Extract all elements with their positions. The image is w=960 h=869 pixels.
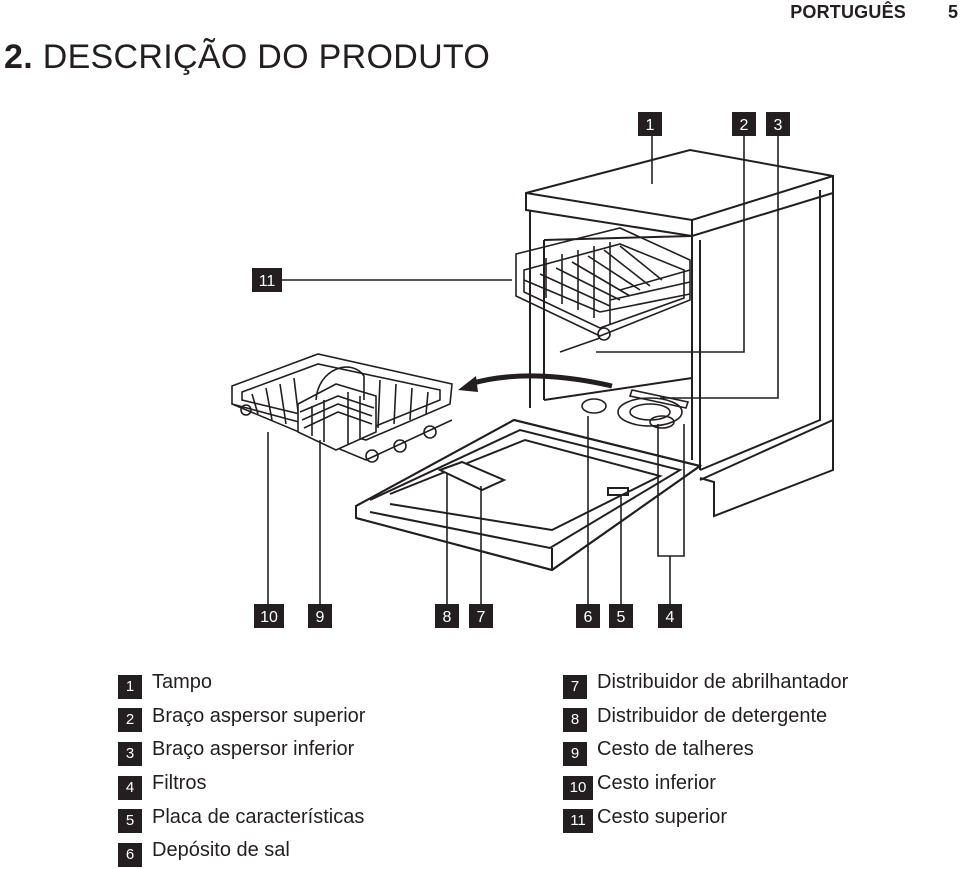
direction-arrow xyxy=(469,373,613,389)
callout-label: 2 xyxy=(740,117,749,134)
callout-label: 11 xyxy=(259,273,276,290)
callout-label: 6 xyxy=(584,609,593,626)
callout-10 xyxy=(254,604,284,628)
section-title: 2. DESCRIÇÃO DO PRODUTO xyxy=(4,38,490,77)
lower-spray-area xyxy=(581,389,690,429)
legend-number: 10 xyxy=(563,775,593,800)
legend-label: Cesto superior xyxy=(597,805,728,828)
section-title-text: DESCRIÇÃO DO PRODUTO xyxy=(42,38,491,76)
callout-label: 3 xyxy=(774,117,783,134)
callout-3 xyxy=(766,112,790,136)
legend-label: Tampo xyxy=(152,671,213,694)
lower-basket xyxy=(231,353,453,463)
legend-label: Distribuidor de detergente xyxy=(597,704,828,727)
callout-7 xyxy=(469,604,493,628)
callout-9 xyxy=(308,604,332,628)
callout-boxes xyxy=(252,112,790,628)
legend-item: 8 Distribuidor de detergente xyxy=(563,700,848,734)
legend-number: 8 xyxy=(563,708,587,733)
legend-number: 6 xyxy=(118,842,142,867)
legend-number: 9 xyxy=(563,741,587,766)
callout-11 xyxy=(252,268,282,292)
legend-label: Placa de características xyxy=(152,805,365,828)
callout-2 xyxy=(732,112,756,136)
legend-item: 1 Tampo xyxy=(118,666,365,700)
callout-6 xyxy=(576,604,600,628)
legend-number: 7 xyxy=(563,674,587,699)
legend-label: Braço aspersor inferior xyxy=(152,738,355,761)
page-number: 5 xyxy=(947,2,958,22)
callout-8 xyxy=(435,604,459,628)
section-number: 2. xyxy=(4,38,33,76)
legend-label: Distribuidor de abrilhantador xyxy=(597,671,849,694)
legend-number: 2 xyxy=(118,708,142,733)
callout-5 xyxy=(609,604,633,628)
legend-column-right: 7 Distribuidor de abrilhantador 8 Distribu… xyxy=(563,666,848,834)
cabinet-body xyxy=(529,190,834,518)
callout-label: 5 xyxy=(617,609,626,626)
legend-item: 3 Braço aspersor inferior xyxy=(118,733,365,767)
callout-label: 1 xyxy=(646,117,655,134)
legend-number: 1 xyxy=(118,674,142,699)
worktop xyxy=(525,148,834,238)
legend-label: Depósito de sal xyxy=(152,839,290,862)
callout-label: 7 xyxy=(477,609,486,626)
callout-label: 9 xyxy=(316,609,325,626)
callout-label: 4 xyxy=(666,609,675,626)
legend-label: Cesto inferior xyxy=(597,772,716,795)
language-label: PORTUGUÊS xyxy=(790,2,906,22)
legend-item: 2 Braço aspersor superior xyxy=(118,700,365,734)
upper-basket xyxy=(515,227,691,353)
legend-item: 9 Cesto de talheres xyxy=(563,733,848,767)
legend-label: Braço aspersor superior xyxy=(152,704,366,727)
legend-item: 5 Placa de características xyxy=(118,800,365,834)
legend-item: 7 Distribuidor de abrilhantador xyxy=(563,666,848,700)
open-door xyxy=(355,418,703,572)
legend-number: 4 xyxy=(118,775,142,800)
legend-item: 6 Depósito de sal xyxy=(118,834,365,868)
callout-label: 10 xyxy=(260,609,278,626)
leader-lines xyxy=(267,136,779,604)
legend-label: Cesto de talheres xyxy=(597,738,754,761)
legend-column-left: 1 Tampo 2 Braço aspersor superior 3 Braço a… xyxy=(118,666,365,868)
legend-item: 4 Filtros xyxy=(118,767,365,801)
legend-number: 5 xyxy=(118,809,142,834)
legend-number: 3 xyxy=(118,741,142,766)
callout-4 xyxy=(658,604,682,628)
legend-label: Filtros xyxy=(152,772,207,795)
callout-1 xyxy=(638,112,662,136)
callout-label: 8 xyxy=(443,609,452,626)
legend-number: 11 xyxy=(563,809,593,834)
